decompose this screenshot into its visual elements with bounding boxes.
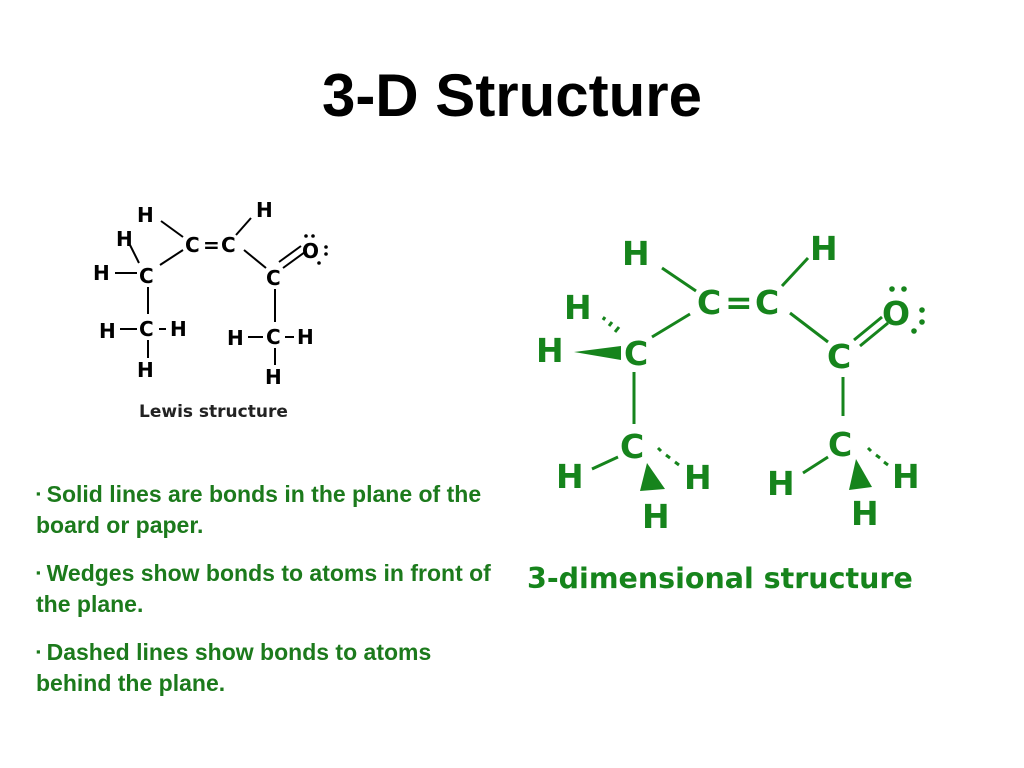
lewis-atom-h: H bbox=[170, 317, 187, 341]
lewis-structure-diagram: H H H C = C O H C C H C H H C H H H Lewi… bbox=[93, 198, 328, 422]
three-d-wedge-bonds bbox=[574, 346, 872, 491]
three-d-atom-h: H bbox=[536, 331, 564, 370]
three-d-solid-bonds bbox=[591, 256, 889, 475]
lewis-atom-c: C bbox=[185, 233, 200, 257]
lewis-atom-h: H bbox=[137, 203, 154, 227]
lewis-atom-o: O bbox=[302, 239, 319, 263]
lewis-atom-h: H bbox=[93, 261, 110, 285]
three-d-atom-c: C bbox=[697, 283, 721, 322]
three-d-atom-h: H bbox=[622, 234, 650, 273]
bullet-text: Solid lines are bonds in the plane of th… bbox=[36, 481, 482, 538]
bullet-marker: ▪ bbox=[36, 565, 41, 580]
lewis-atom-h: H bbox=[227, 326, 244, 350]
three-d-atom-h: H bbox=[556, 457, 584, 496]
three-d-lone-pair-dots bbox=[889, 286, 925, 334]
bullet-item: ▪Wedges show bonds to atoms in front of … bbox=[36, 557, 496, 620]
three-d-structure-diagram: H H C = C O H H C C C C H H H H H H 3-di… bbox=[527, 229, 925, 595]
bullet-list: ▪Solid lines are bonds in the plane of t… bbox=[36, 478, 496, 715]
three-d-atom-h: H bbox=[767, 464, 795, 503]
lewis-atom-h: H bbox=[256, 198, 273, 222]
three-d-caption: 3-dimensional structure bbox=[527, 562, 913, 595]
bullet-item: ▪Solid lines are bonds in the plane of t… bbox=[36, 478, 496, 541]
lewis-atom-h: H bbox=[99, 319, 116, 343]
three-d-atom-h: H bbox=[642, 497, 670, 536]
lewis-atom-c: C bbox=[266, 266, 281, 290]
lewis-atom-h: H bbox=[116, 227, 133, 251]
three-d-dashed-bonds bbox=[601, 316, 889, 467]
lewis-atom-c: C bbox=[139, 264, 154, 288]
lewis-atom-c: C bbox=[139, 317, 154, 341]
three-d-atom-h: H bbox=[684, 458, 712, 497]
three-d-atom-h: H bbox=[564, 288, 592, 327]
lewis-lone-pair-dots bbox=[304, 234, 328, 265]
three-d-atom-h: H bbox=[851, 494, 879, 533]
lewis-caption: Lewis structure bbox=[139, 402, 288, 422]
three-d-double-bond: = bbox=[725, 283, 753, 322]
lewis-atom-c: C bbox=[266, 325, 281, 349]
bullet-text: Wedges show bonds to atoms in front of t… bbox=[36, 560, 491, 617]
three-d-atom-o: O bbox=[882, 294, 910, 333]
lewis-atom-h: H bbox=[137, 358, 154, 382]
three-d-atom-h: H bbox=[892, 457, 920, 496]
bullet-marker: ▪ bbox=[36, 644, 41, 659]
three-d-atoms: H H C = C O H H C C C C H H H H H H bbox=[536, 229, 920, 536]
bullet-marker: ▪ bbox=[36, 486, 41, 501]
three-d-atom-c: C bbox=[620, 427, 644, 466]
lewis-atom-c: C bbox=[221, 233, 236, 257]
lewis-atom-h: H bbox=[265, 365, 282, 389]
lewis-double-bond: = bbox=[203, 233, 220, 257]
lewis-atoms: H H H C = C O H C C H C H H C H H H bbox=[93, 198, 319, 389]
three-d-atom-h: H bbox=[810, 229, 838, 268]
bullet-text: Dashed lines show bonds to atoms behind … bbox=[36, 639, 432, 696]
three-d-atom-c: C bbox=[624, 334, 648, 373]
three-d-atom-c: C bbox=[755, 283, 779, 322]
three-d-atom-c: C bbox=[828, 425, 852, 464]
bullet-item: ▪Dashed lines show bonds to atoms behind… bbox=[36, 636, 496, 699]
lewis-bonds bbox=[115, 217, 306, 365]
three-d-atom-c: C bbox=[827, 337, 851, 376]
slide-title: 3-D Structure bbox=[321, 62, 703, 129]
lewis-atom-h: H bbox=[297, 325, 314, 349]
